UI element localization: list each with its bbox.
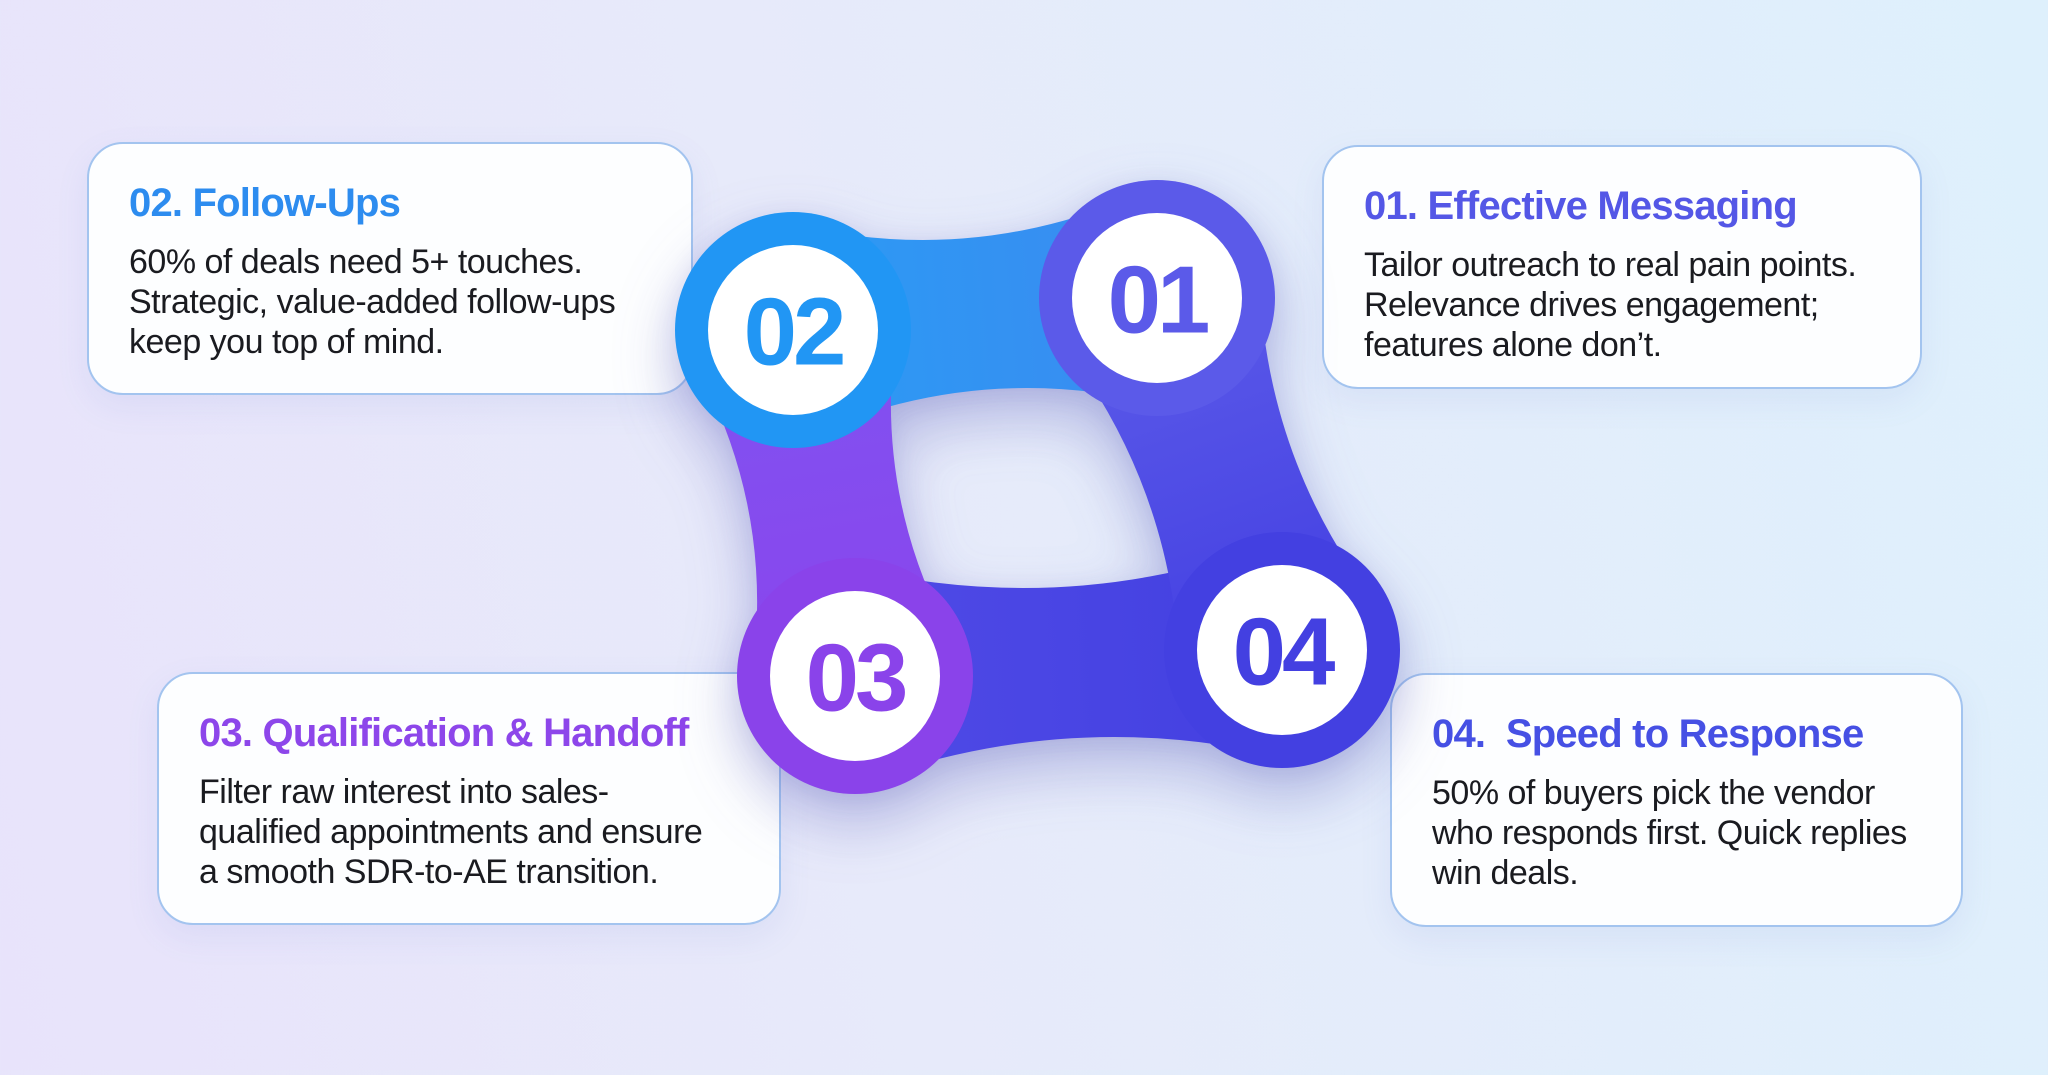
node-02-inner <box>708 245 878 415</box>
node-04-inner <box>1197 565 1367 735</box>
node-01-ring <box>1039 180 1275 416</box>
card-body: 60% of deals need 5+ touches. Strategic,… <box>129 243 616 362</box>
card-follow-ups: 02. Follow-Ups 60% of deals need 5+ touc… <box>87 142 693 395</box>
card-title: 03. Qualification & Handoff <box>199 711 689 755</box>
card-qualification-handoff: 03. Qualification & Handoff Filter raw i… <box>157 672 781 925</box>
card-speed-to-response: 04. Speed to Response 50% of buyers pick… <box>1390 673 1963 927</box>
node-04-label: 04 <box>1233 599 1335 706</box>
card-title: 04. Speed to Response <box>1432 712 1864 756</box>
card-body: 50% of buyers pick the vendor who respon… <box>1432 774 1907 893</box>
link-02-03 <box>687 311 961 694</box>
node-01: 01 <box>1039 180 1275 416</box>
node-01-label: 01 <box>1108 247 1208 354</box>
node-02-label: 02 <box>744 279 843 386</box>
card-effective-messaging: 01. Effective Messaging Tailor outreach … <box>1322 145 1922 389</box>
node-03-inner <box>770 591 940 761</box>
node-04: 04 <box>1164 532 1400 768</box>
node-02-ring <box>675 212 911 448</box>
link-02-01 <box>784 190 1166 438</box>
card-title: 01. Effective Messaging <box>1364 184 1798 228</box>
node-02: 02 <box>675 212 911 448</box>
card-body: Tailor outreach to real pain points. Rel… <box>1364 246 1857 365</box>
node-03-label: 03 <box>806 625 905 732</box>
card-body: Filter raw interest into sales- qualifie… <box>199 773 703 892</box>
node-01-inner <box>1072 213 1242 383</box>
card-title: 02. Follow-Ups <box>129 181 401 225</box>
link-03-04 <box>849 542 1288 783</box>
node-04-ring <box>1164 532 1400 768</box>
